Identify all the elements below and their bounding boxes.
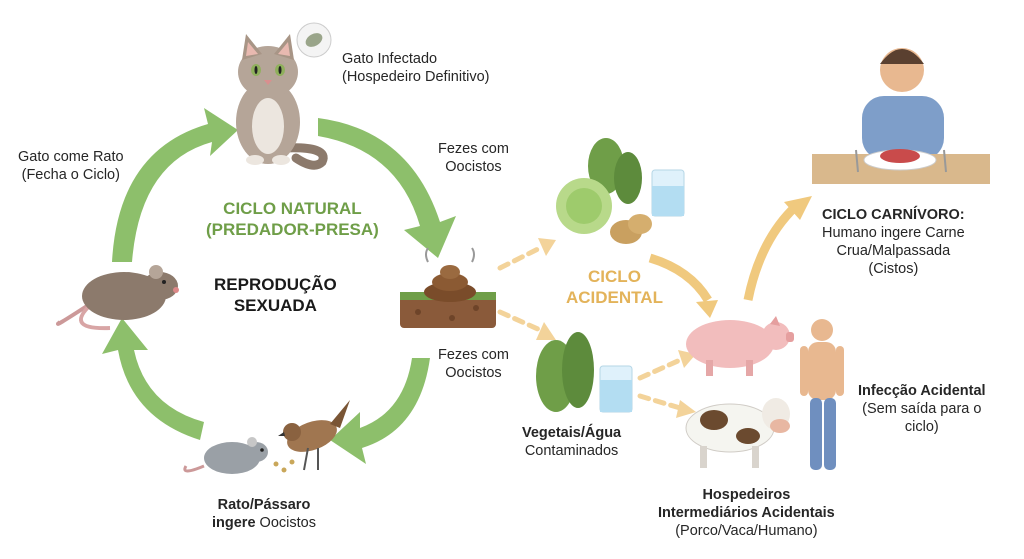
natural-cycle-line2: (PREDADOR-PRESA): [206, 220, 379, 239]
cat-eats-line2: (Fecha o Ciclo): [21, 167, 120, 183]
intermediate-hosts-label: Hospedeiros Intermediários Acidentais (P…: [658, 486, 835, 540]
natural-cycle-title: CICLO NATURAL (PREDADOR-PRESA): [206, 198, 379, 240]
rat-bird-object: Oocistos: [255, 515, 316, 531]
cat-eats-rat-label: Gato come Rato (Fecha o Ciclo): [18, 148, 124, 184]
accidental-infection-title: Infecção Acidental: [858, 383, 986, 399]
carnivore-cycle-label: CICLO CARNÍVORO: Humano ingere Carne Cru…: [822, 206, 965, 278]
vegetables-line2: Contaminados: [524, 443, 619, 459]
arrow-cat-to-feces: [318, 118, 456, 258]
rat-illustration: [56, 265, 179, 331]
feces-top-line2: Oocistos: [445, 159, 502, 175]
mouse-and-bird-illustration: [183, 400, 350, 474]
man-eating-illustration: [812, 48, 990, 184]
natural-cycle-line1: CICLO NATURAL: [223, 199, 362, 218]
cat-label-line2: (Hospedeiro Definitivo): [342, 69, 490, 85]
rat-bird-line1: Rato/Pássaro: [217, 497, 311, 513]
hosts-line3: (Porco/Vaca/Humano): [675, 523, 818, 539]
accidental-arrows: [497, 196, 812, 418]
sexual-reproduction-title: REPRODUÇÃO SEXUADA: [214, 274, 337, 316]
feces-top-line1: Fezes com: [438, 141, 509, 157]
hosts-line2: Intermediários Acidentais: [658, 505, 835, 521]
arrow-prey-to-rat: [102, 318, 204, 440]
green-cycle-arrows: [102, 108, 456, 464]
feces-bottom-label: Fezes com Oocistos: [438, 346, 509, 382]
feces-bottom-line1: Fezes com: [438, 347, 509, 363]
carnivore-line2: Crua/Malpassada: [836, 243, 951, 259]
cat-label: Gato Infectado (Hospedeiro Definitivo): [342, 50, 489, 86]
cat-eats-line1: Gato come Rato: [18, 149, 124, 165]
human-standing-illustration: [800, 319, 844, 470]
accidental-infection-line2: ciclo): [904, 419, 939, 435]
carnivore-title: CICLO CARNÍVORO:: [822, 207, 965, 223]
feces-illustration: [400, 247, 496, 328]
reproduction-line1: REPRODUÇÃO: [214, 275, 337, 294]
contaminated-food-top: [556, 138, 685, 244]
rat-bird-verb: ingere: [212, 515, 256, 531]
carnivore-line3: (Cistos): [868, 261, 919, 277]
reproduction-line2: SEXUADA: [233, 296, 317, 315]
accidental-cycle-line1: CICLO: [588, 267, 641, 286]
vegetables-line1: Vegetais/Água: [522, 425, 622, 441]
arrow-feces-to-prey: [330, 358, 430, 464]
rat-bird-label: Rato/Pássaro ingere Oocistos: [212, 496, 316, 532]
contaminated-food-bottom: [536, 332, 633, 413]
carnivore-line1: Humano ingere Carne: [822, 225, 965, 241]
cow-illustration: [685, 398, 790, 468]
cat-label-line1: Gato Infectado: [342, 51, 438, 67]
rat-bird-line2: ingere Oocistos: [212, 514, 316, 532]
hosts-line1: Hospedeiros: [702, 487, 791, 503]
feces-top-label: Fezes com Oocistos: [438, 140, 509, 176]
feces-bottom-line2: Oocistos: [445, 365, 502, 381]
cat-illustration: [236, 22, 332, 170]
arrow-rat-to-cat: [112, 108, 238, 262]
accidental-cycle-title: CICLO ACIDENTAL: [566, 266, 663, 308]
pig-illustration: [686, 316, 794, 376]
accidental-cycle-line2: ACIDENTAL: [566, 288, 663, 307]
accidental-infection-label: Infecção Acidental (Sem saída para o cic…: [858, 382, 986, 436]
vegetables-label: Vegetais/Água Contaminados: [522, 424, 621, 460]
accidental-infection-line1: (Sem saída para o: [862, 401, 982, 417]
